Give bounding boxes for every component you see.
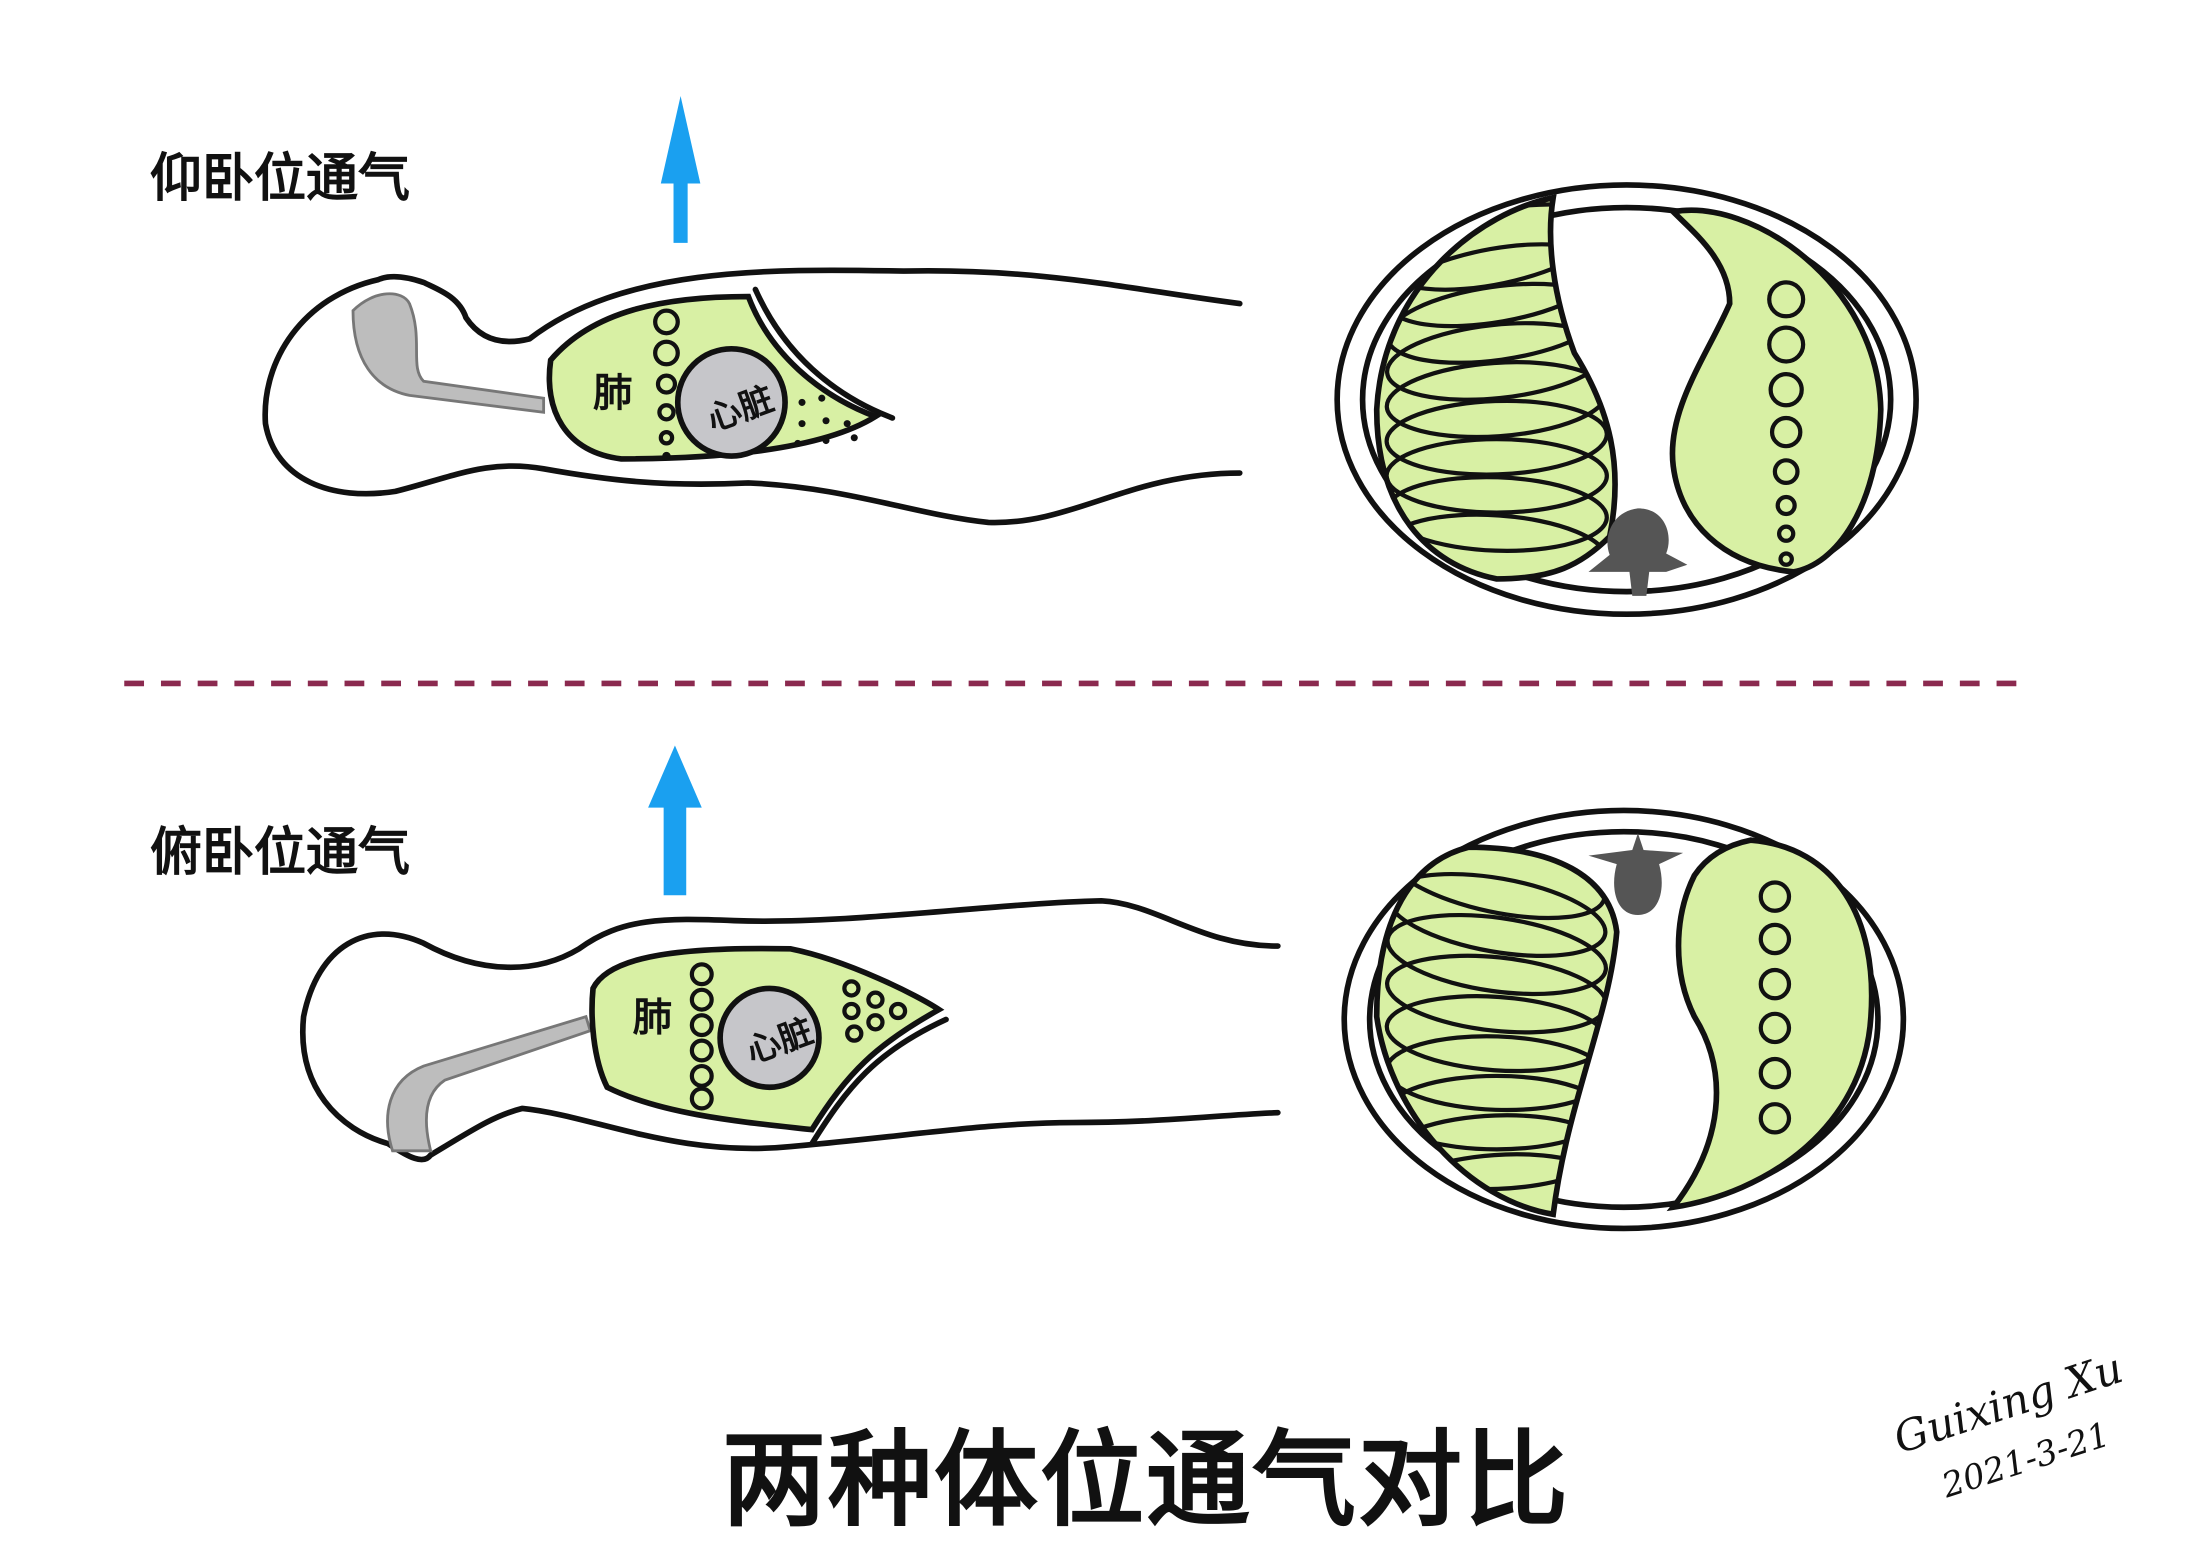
alveolus-ring bbox=[818, 394, 826, 402]
alveolus-ring bbox=[655, 373, 678, 395]
supine-cross-section bbox=[1334, 182, 1919, 618]
alveolus-ring bbox=[1768, 372, 1804, 408]
alveolus-ring bbox=[689, 962, 714, 987]
spine bbox=[1588, 833, 1684, 915]
arrow-up-icon bbox=[660, 96, 701, 243]
alveolus-ring bbox=[657, 403, 676, 422]
alveolus-ring bbox=[842, 1001, 861, 1021]
prone-body: 肺 心脏 bbox=[299, 898, 1281, 1163]
alveolus-ring bbox=[850, 434, 858, 442]
alveolus-ring bbox=[653, 308, 680, 336]
prone-cross-section bbox=[1341, 807, 1907, 1232]
airway bbox=[351, 292, 546, 414]
heart-supine bbox=[674, 345, 788, 459]
alveolus-ring bbox=[1758, 880, 1792, 913]
supine-ventilation-label: 仰卧位通气 bbox=[150, 149, 411, 209]
alveolus-ring bbox=[888, 1001, 908, 1021]
lung-label: 肺 bbox=[633, 995, 673, 1041]
alveolus-ring bbox=[1758, 967, 1792, 1001]
lung-label: 肺 bbox=[593, 371, 633, 417]
alveolus-ring bbox=[689, 1063, 714, 1088]
alveolus-ring bbox=[1758, 922, 1792, 956]
collapsed-lung-coil bbox=[1384, 398, 1609, 477]
alveolus-ring bbox=[689, 1013, 714, 1038]
alveolus-ring bbox=[822, 437, 830, 445]
alveolus-ring bbox=[1772, 458, 1800, 486]
collapsed-lung-coil bbox=[1384, 437, 1609, 515]
alveolus-ring bbox=[689, 987, 714, 1012]
alveolus-ring bbox=[1767, 325, 1806, 364]
alveolus-ring bbox=[1778, 551, 1794, 567]
alveolus-ring bbox=[689, 1086, 714, 1111]
signature: Guixing Xu 2021-3-21 bbox=[1888, 1343, 2129, 1505]
alveolus-ring bbox=[1777, 524, 1796, 543]
alveolus-ring bbox=[842, 979, 861, 998]
prone-ventilation-label: 俯卧位通气 bbox=[150, 823, 411, 883]
alveolus-ring bbox=[845, 1024, 864, 1043]
collapsed-lung-coil bbox=[1385, 912, 1609, 997]
alveolus-ring bbox=[1767, 280, 1806, 319]
alveolus-ring bbox=[1758, 1011, 1792, 1045]
alveolus-ring bbox=[662, 451, 671, 461]
alveolus-ring bbox=[798, 420, 806, 428]
alveolus-ring bbox=[1769, 415, 1803, 449]
supine-body: 肺 心脏 bbox=[262, 267, 1243, 526]
airway bbox=[386, 1014, 592, 1153]
alveolus-ring bbox=[653, 339, 680, 367]
alveolus-ring bbox=[794, 439, 802, 447]
alveolus-ring bbox=[658, 429, 675, 446]
alveolus-ring bbox=[1758, 1056, 1792, 1090]
alveolus-ring bbox=[1758, 1102, 1792, 1135]
alveolus-ring bbox=[822, 417, 830, 425]
alveolus-ring bbox=[843, 420, 851, 428]
alveolus-ring bbox=[1775, 494, 1797, 517]
page-title: 两种体位通气对比 bbox=[722, 1419, 1571, 1541]
alveolus-ring bbox=[866, 1013, 885, 1032]
arrow-up-icon bbox=[648, 745, 702, 896]
alveolus-ring bbox=[866, 990, 885, 1009]
heart-prone bbox=[717, 985, 822, 1091]
spine bbox=[1588, 508, 1688, 596]
alveolus-ring bbox=[798, 398, 806, 406]
alveolus-ring bbox=[689, 1038, 714, 1063]
